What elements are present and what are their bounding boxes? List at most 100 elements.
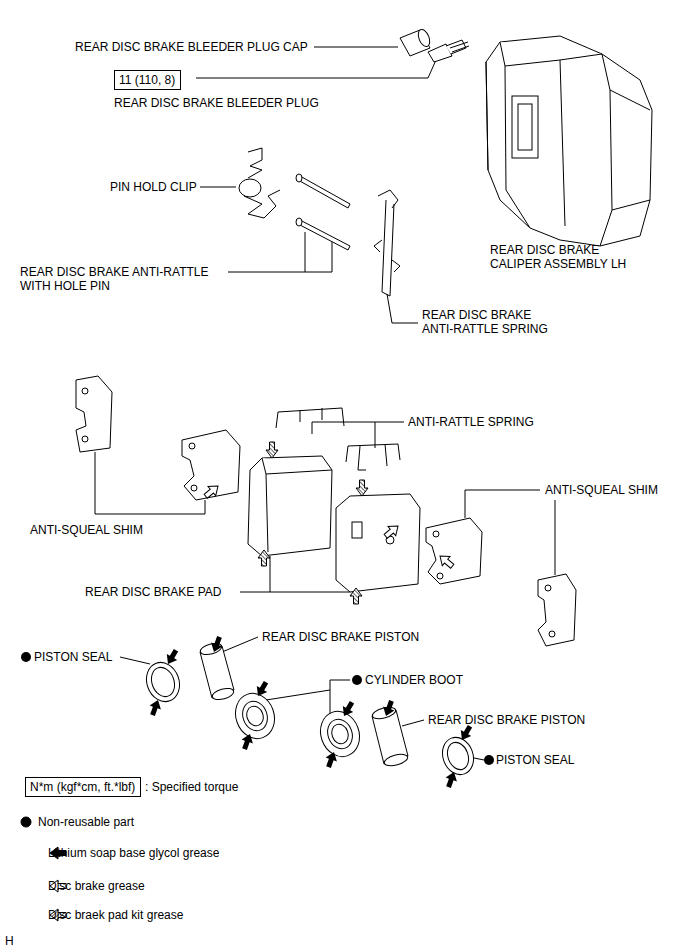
anti-rattle-spring [374,240,382,252]
anti-squeal-shim [549,631,555,637]
part-label: ANTI-RATTLE SPRING [408,415,534,429]
bleeder-plug-cap [416,28,432,48]
cylinder-boot [244,704,266,728]
part-label: REAR DISC BRAKE PISTON [262,630,419,644]
pin-hold-clip [244,190,280,218]
leader-line [266,690,330,700]
pin-hold-clip [239,148,280,218]
part-label: REAR DISC BRAKE CALIPER ASSEMBLY LH [490,243,640,271]
leader-line [555,500,556,575]
bleeder-plug [450,42,469,52]
figure-code: H [5,934,14,948]
piston-seal [444,739,472,772]
anti-squeal-shim [76,376,240,500]
anti-rattle-spring [392,260,400,272]
part-label: PIN HOLD CLIP [110,180,197,194]
box-text: N*m (kgf*cm, ft.*lbf) [26,778,140,796]
anti-rattle-pin [296,218,302,226]
caliper-assembly [518,104,532,150]
anti-squeal-shim [437,573,443,579]
caliper-assembly [486,36,652,246]
cylinder-boot [229,688,280,744]
cylinder-boot [239,698,272,734]
leader-line [120,657,150,664]
part-label: PISTON SEAL [496,753,574,767]
part-label: REAR DISC BRAKE BLEEDER PLUG CAP [75,40,308,54]
cylinder-boot [314,706,365,762]
brake-piston [383,752,409,768]
pad-anti-rattle-spring [276,408,344,428]
caliper-assembly [600,54,612,246]
legend-text: Disc braek pad kit grease [48,908,183,922]
part-label: REAR DISC BRAKE ANTI-RATTLE SPRING [422,308,557,336]
caliper-assembly [560,60,565,226]
part-label: PISTON SEAL [34,650,112,664]
non-reusable-dot [352,675,362,685]
pad-kit-grease-arrow [266,442,278,458]
parts-illustration [76,28,652,779]
leader-line [270,556,271,592]
legend-text: : Specified torque [145,780,238,794]
bleeder-plug [446,40,466,54]
anti-rattle-pin [296,174,350,250]
brake-piston [371,705,409,768]
grease-arrow [147,698,164,717]
anti-squeal-shim [545,585,551,591]
caliper-assembly [500,42,602,66]
leader-line [387,294,418,323]
leader-line [312,422,404,434]
anti-rattle-spring [382,200,394,296]
grease-arrow [239,732,256,751]
brake-pad [352,522,362,538]
anti-rattle-pin [296,174,302,182]
anti-squeal-shim [82,436,88,442]
part-label: REAR DISC BRAKE PISTON [428,713,585,727]
legend-symbol [21,817,66,921]
grease-arrow [147,635,475,789]
leader-line [222,637,258,652]
leader-line [196,60,436,78]
anti-rattle-spring [378,190,398,208]
piston-seal [437,733,478,779]
legend-text: Disc brake grease [48,879,145,893]
part-label: REAR DISC BRAKE PAD [85,585,221,599]
brake-pad [336,494,420,592]
brake-pad [248,456,332,556]
pin-hold-clip [248,148,262,178]
grease-arrow [208,635,225,654]
grease-arrow [380,699,397,718]
disc-brake-grease-arrow [436,551,456,570]
caliper-assembly [610,90,650,210]
leader-line [228,272,332,273]
anti-rattle-pin [298,176,350,208]
grease-arrow [163,647,181,667]
anti-squeal-shim [433,531,439,537]
pad-kit-grease-arrow [350,588,362,604]
anti-squeal-shim [191,485,197,491]
grease-arrow [339,699,357,719]
legend-text: Non-reusable part [38,815,134,829]
legend-text: Lithium soap base glycol grease [48,846,219,860]
anti-squeal-shim [426,518,576,646]
anti-rattle-spring [374,190,400,296]
part-label: REAR DISC BRAKE BLEEDER PLUG [114,96,319,110]
anti-squeal-shim [426,518,482,584]
brake-pad [262,458,332,552]
anti-squeal-shim [82,388,88,394]
grease-arrow [323,750,340,769]
disc-brake-grease-arrow [202,481,222,500]
pin-hold-clip [239,179,261,197]
grease-arrow [253,679,271,699]
piston-seal [141,658,185,707]
grease-arrow [443,770,460,789]
leader-line [375,422,376,448]
cylinder-boot [314,706,365,762]
leader-line [314,47,398,48]
pad-kit-grease-arrow [356,480,368,496]
pad-kit-grease-arrow [258,442,368,604]
anti-rattle-pin [298,220,350,250]
legend-symbol [21,817,31,827]
torque-unit-box: N*m (kgf*cm, ft.*lbf) [25,777,141,797]
non-reusable-dot [484,755,494,765]
